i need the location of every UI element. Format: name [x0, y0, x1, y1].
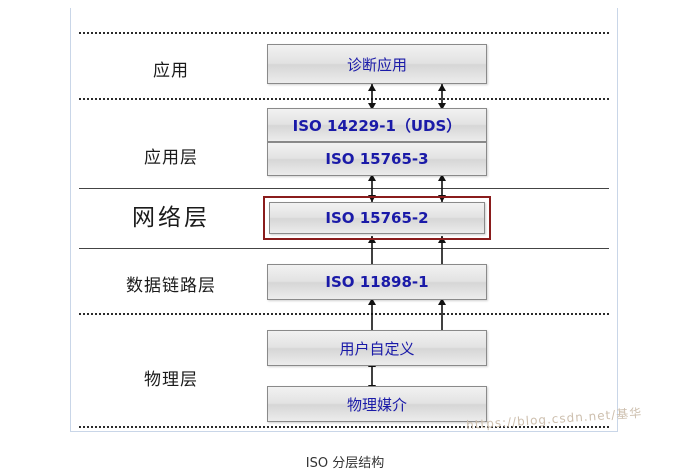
box-user-defined[interactable]: 用户自定义: [267, 330, 487, 366]
layer-label-application-layer: 应用层: [144, 148, 198, 168]
box-physical-media[interactable]: 物理媒介: [267, 386, 487, 422]
diagram-frame: 应用 应用层 网络层 数据链路层 物理层 诊断应用 ISO 14229-1（UD…: [70, 8, 643, 432]
figure-caption: ISO 分层结构: [305, 456, 385, 471]
layer-label-datalink-layer: 数据链路层: [126, 276, 216, 296]
down-up-arrow-right-app-to-uds: [435, 84, 449, 110]
box-iso-15765-2[interactable]: ISO 15765-2: [269, 202, 485, 234]
layer-separator-top: [79, 32, 609, 34]
layer-separator-applayer: [79, 188, 609, 189]
layer-label-application: 应用: [153, 61, 189, 81]
layer-separator-bottom: [79, 426, 609, 428]
layer-label-network-layer: 网络层: [132, 205, 210, 231]
box-diagnostic-application[interactable]: 诊断应用: [267, 44, 487, 84]
layer-separator-network: [79, 248, 609, 249]
network-layer-highlight-frame: [263, 196, 491, 240]
box-iso-14229-1-uds[interactable]: ISO 14229-1（UDS）: [267, 108, 487, 142]
box-iso-15765-3[interactable]: ISO 15765-3: [267, 142, 487, 176]
layer-label-physical-layer: 物理层: [144, 370, 198, 390]
layer-separator-application: [79, 98, 609, 100]
layer-separator-datalink: [79, 313, 609, 315]
box-iso-11898-1[interactable]: ISO 11898-1: [267, 264, 487, 300]
down-up-arrow-left-app-to-uds: [365, 84, 379, 110]
watermark-text: https://blog.csdn.net/基华: [465, 405, 643, 433]
